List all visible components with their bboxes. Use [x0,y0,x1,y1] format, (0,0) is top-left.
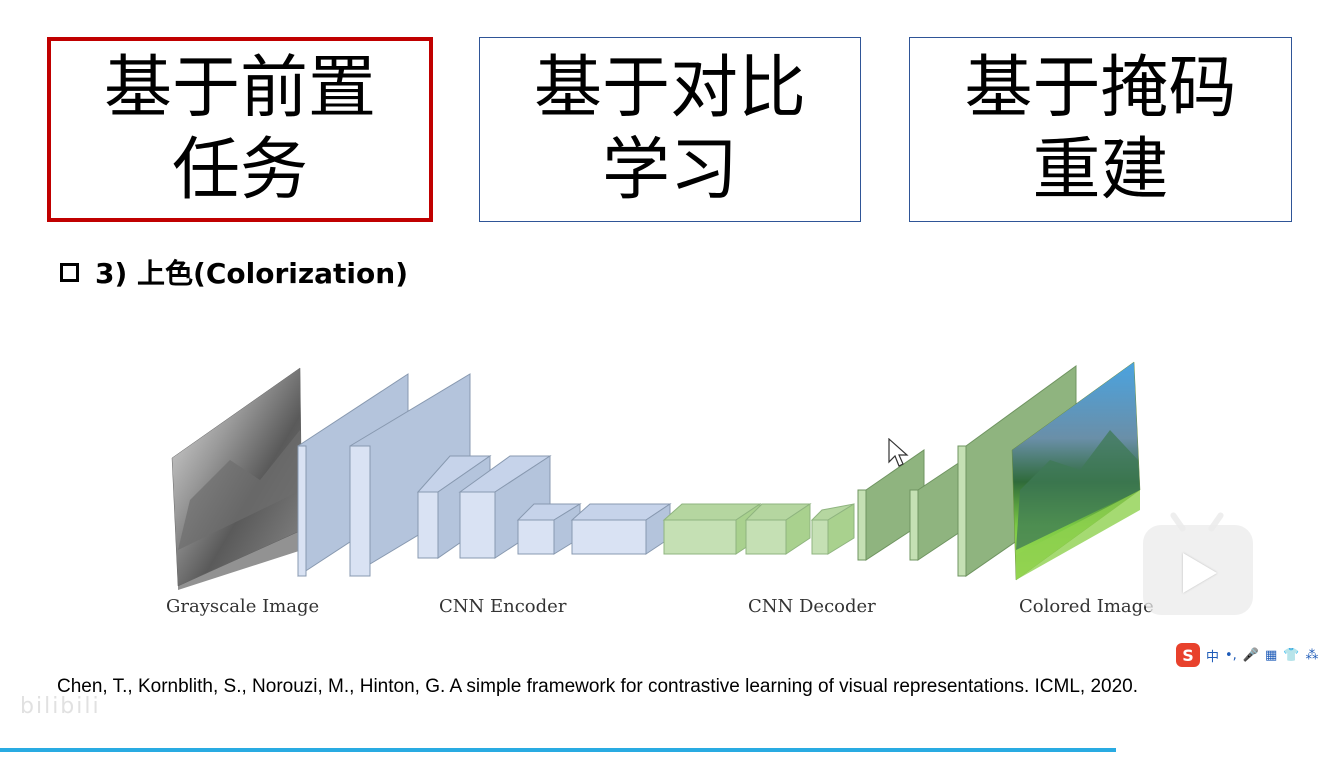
tv-antenna-icon [1169,511,1187,533]
sogou-logo-icon[interactable]: S [1176,643,1200,667]
keyboard-icon[interactable]: ▦ [1265,647,1278,663]
encoder-block-6 [570,503,672,555]
grayscale-image-label: Grayscale Image [166,596,320,617]
colored-image [1011,361,1141,581]
encoder-block-4 [458,455,552,559]
colored-image-label: Colored Image [1019,596,1154,617]
bilibili-watermark: bilibili [20,694,101,719]
topic-card-title-line1: 基于掩码 [964,48,1237,128]
topic-card-masked-reconstruction[interactable]: 基于掩码 重建 [909,37,1292,222]
topic-card-title-line2: 学习 [601,130,738,210]
topic-card-title-line1: 基于对比 [533,48,806,128]
tv-antenna-icon [1207,511,1225,533]
cnn-pipeline-graphic [171,361,1141,590]
topic-card-title-line2: 重建 [1032,130,1169,210]
colorization-diagram: Grayscale Image CNN Encoder CNN Decoder … [150,350,1160,640]
progress-bar [0,748,1116,752]
decoder-block-1 [662,503,762,555]
video-play-button[interactable] [1143,511,1253,615]
ime-toolbar[interactable]: S 中 •, 🎤 ▦ 👕 ⁂ [1176,642,1319,668]
topic-card-title-line2: 任务 [171,130,308,210]
topic-card-contrastive-learning[interactable]: 基于对比 学习 [479,37,861,222]
grayscale-image [171,367,303,590]
section-heading: 3) 上色(Colorization) [60,252,408,292]
microphone-icon[interactable]: 🎤 [1242,647,1260,663]
checkbox-bullet-icon [60,262,79,282]
topic-card-title-line1: 基于前置 [103,48,376,128]
skin-icon[interactable]: 👕 [1283,647,1300,663]
topic-card-pretext-task[interactable]: 基于前置 任务 [47,37,433,222]
cnn-encoder-label: CNN Encoder [439,596,567,617]
punctuation-toggle[interactable]: •, [1225,647,1237,663]
more-icon[interactable]: ⁂ [1305,647,1319,663]
decoder-block-4 [857,449,925,561]
ime-mode-toggle[interactable]: 中 [1206,649,1220,665]
decoder-block-2 [744,503,812,555]
encoder-block-5 [516,503,582,555]
citation-text: Chen, T., Kornblith, S., Norouzi, M., Hi… [57,676,1139,697]
decoder-block-5 [909,461,961,561]
play-icon [1183,553,1217,593]
decoder-block-3 [810,503,855,555]
cnn-decoder-label: CNN Decoder [748,596,876,617]
section-heading-text: 3) 上色(Colorization) [95,257,408,290]
